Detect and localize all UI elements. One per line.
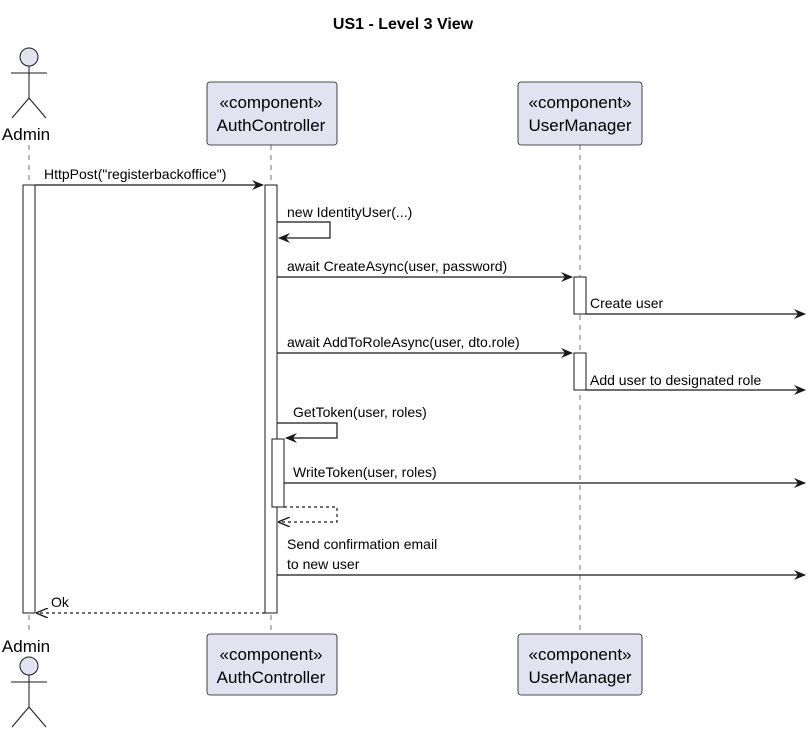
component-label: UserManager xyxy=(529,116,632,135)
actor-label: Admin xyxy=(2,637,50,656)
message-add-user-role: Add user to designated role xyxy=(586,372,806,395)
component-usermanager-bottom: «component» UserManager xyxy=(517,633,643,696)
activation-auth-nested xyxy=(271,438,285,508)
message-send-confirmation-email: Send confirmation email to new user xyxy=(277,536,806,580)
component-box xyxy=(206,633,338,696)
actor-label: Admin xyxy=(2,125,50,144)
message-createasync: await CreateAsync(user, password) xyxy=(277,258,573,282)
message-label: WriteToken(user, roles) xyxy=(293,464,437,480)
diagram-title: US1 - Level 3 View xyxy=(333,16,474,33)
message-self-return xyxy=(279,506,338,522)
message-label: await CreateAsync(user, password) xyxy=(287,258,507,274)
component-box xyxy=(517,633,643,696)
component-stereotype: «component» xyxy=(528,93,631,112)
message-create-user: Create user xyxy=(586,295,806,319)
activation-bars xyxy=(22,184,587,614)
message-label: new IdentityUser(...) xyxy=(287,204,412,220)
component-label: UserManager xyxy=(529,668,632,687)
stick-figure-icon xyxy=(11,656,47,728)
message-gettoken: GetToken(user, roles) xyxy=(277,404,427,443)
message-ok-return: Ok xyxy=(37,594,265,613)
component-usermanager-top: «component» UserManager xyxy=(517,81,643,146)
message-new-identityuser: new IdentityUser(...) xyxy=(277,204,412,243)
component-label: AuthController xyxy=(217,116,326,135)
return-arrow xyxy=(279,506,338,522)
message-httppost: HttpPost("registerbackoffice") xyxy=(35,166,264,190)
message-arrow xyxy=(277,422,338,443)
component-box xyxy=(517,81,643,146)
message-addtoroleasync: await AddToRoleAsync(user, dto.role) xyxy=(277,334,573,358)
component-authcontroller-bottom: «component» AuthController xyxy=(206,633,338,696)
message-label-line-2: to new user xyxy=(287,556,360,572)
actor-admin-top: Admin xyxy=(2,47,50,144)
message-label: GetToken(user, roles) xyxy=(293,404,427,420)
message-label: Create user xyxy=(590,295,663,311)
activation-um-2 xyxy=(573,352,587,391)
component-label: AuthController xyxy=(217,668,326,687)
message-label: Add user to designated role xyxy=(590,372,761,388)
actor-admin-bottom: Admin xyxy=(2,637,50,728)
message-label-line-1: Send confirmation email xyxy=(287,536,437,552)
component-box xyxy=(206,81,338,146)
message-writetoken: WriteToken(user, roles) xyxy=(284,464,806,488)
activation-um-1 xyxy=(573,276,587,315)
component-authcontroller-top: «component» AuthController xyxy=(206,81,338,146)
component-stereotype: «component» xyxy=(528,645,631,664)
activation-admin xyxy=(22,184,36,614)
component-stereotype: «component» xyxy=(219,645,322,664)
message-arrow xyxy=(277,221,331,243)
message-label: HttpPost("registerbackoffice") xyxy=(44,166,226,182)
messages: HttpPost("registerbackoffice") new Ident… xyxy=(35,166,806,613)
activation-auth xyxy=(264,184,278,614)
message-label: Ok xyxy=(51,594,70,610)
stick-figure-icon xyxy=(11,47,47,119)
message-label: await AddToRoleAsync(user, dto.role) xyxy=(287,334,520,350)
component-stereotype: «component» xyxy=(219,93,322,112)
